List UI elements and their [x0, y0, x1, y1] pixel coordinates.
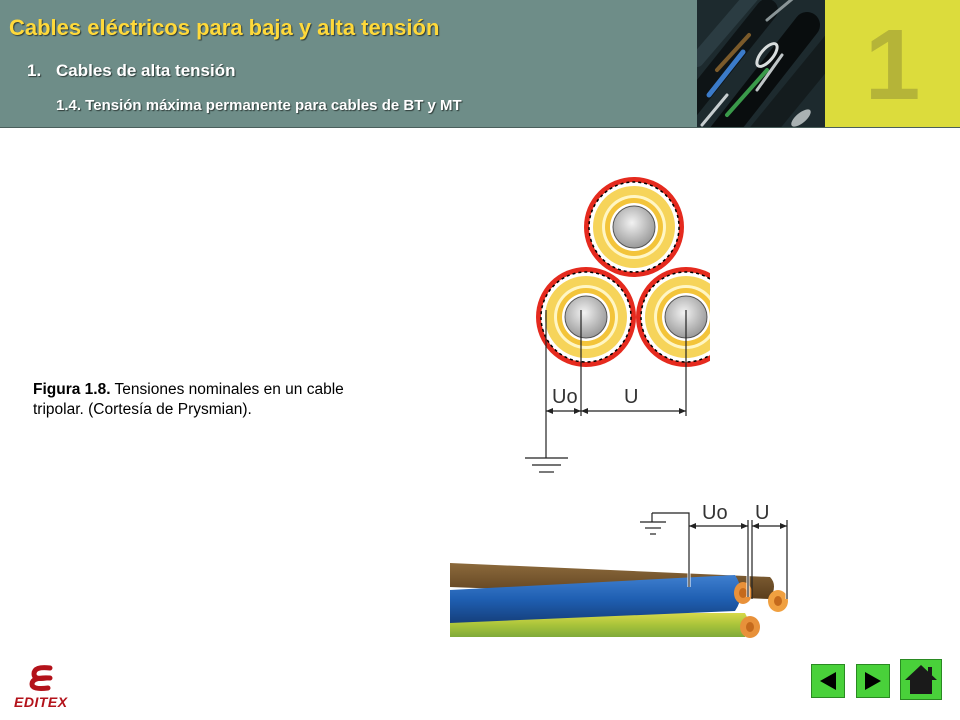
tripolar-cable-diagram: Uo U — [525, 176, 710, 473]
section-title: Cables de alta tensión — [56, 61, 236, 80]
label-uo-top: Uo — [552, 386, 578, 408]
figure-caption-text: Tensiones nominales en un cable tripolar… — [33, 381, 344, 418]
page-title: Cables eléctricos para baja y alta tensi… — [9, 15, 440, 40]
label-u-top: U — [624, 386, 638, 408]
label-u-bottom: U — [755, 502, 769, 524]
figure-label: Figura 1.8. — [33, 381, 111, 398]
section-number: 1. — [27, 61, 42, 80]
house-icon — [905, 665, 937, 694]
home-button[interactable] — [900, 659, 942, 700]
chapter-number: 1 — [864, 9, 921, 121]
chapter-badge: 1 — [825, 0, 960, 127]
next-button[interactable] — [856, 664, 890, 698]
editex-logo-icon — [29, 665, 53, 691]
editex-logo-text: EDITEX — [14, 694, 68, 710]
blue-conductor — [450, 575, 741, 623]
cable-section-left — [535, 266, 637, 368]
label-uo-bottom: Uo — [702, 502, 728, 524]
previous-button[interactable] — [811, 664, 845, 698]
header-banner: Cables eléctricos para baja y alta tensi… — [0, 0, 960, 128]
triangle-right-icon — [865, 672, 881, 690]
cable-section-right — [635, 266, 710, 368]
subsection-heading: 1.4. Tensión máxima permanente para cabl… — [56, 97, 462, 114]
cables-photo — [697, 0, 825, 127]
section-heading: 1. Cables de alta tensión — [27, 61, 236, 81]
triangle-left-icon — [820, 672, 836, 690]
cable-section-top — [583, 176, 685, 278]
figure-caption: Figura 1.8. Tensiones nominales en un ca… — [33, 380, 373, 420]
flat-cable-diagram: Uo U — [450, 502, 789, 638]
